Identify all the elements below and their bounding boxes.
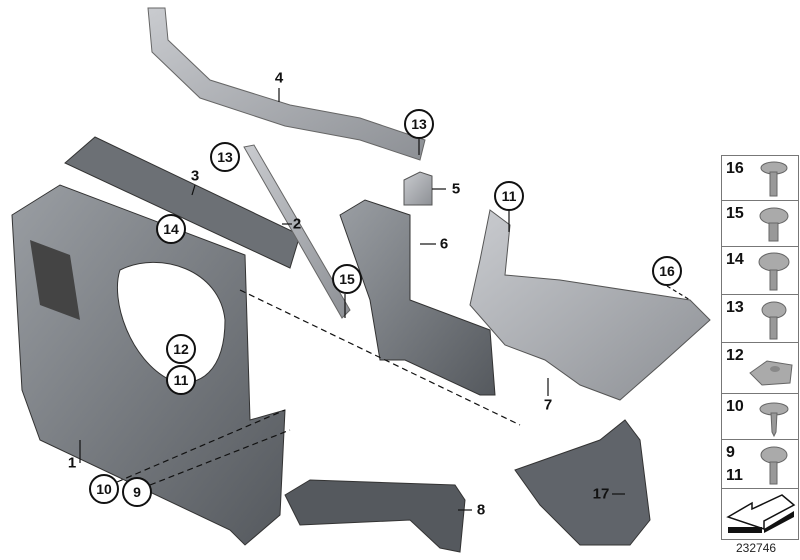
fastener-legend: 16 15 14 13 12 10 9 11	[721, 155, 799, 540]
callout-4: 4	[274, 69, 284, 87]
part-7-holder	[469, 209, 711, 401]
legend-number: 12	[726, 347, 744, 364]
part-8-air-duct	[284, 479, 466, 553]
callout-6: 6	[439, 235, 449, 253]
legend-item: 16	[722, 156, 798, 201]
legend-item: 10	[722, 394, 798, 440]
legend-number: 13	[726, 299, 744, 316]
arrow-direction-icon	[726, 494, 796, 533]
legend-item	[722, 489, 798, 539]
expansion-rivet-icon	[759, 402, 789, 438]
legend-number: 10	[726, 398, 744, 415]
leader-lines	[79, 88, 691, 511]
callout-16: 16	[652, 256, 682, 286]
legend-number: 9	[726, 444, 735, 461]
callout-9: 9	[122, 477, 152, 507]
callout-11: 11	[166, 365, 196, 395]
clip-nut-icon	[749, 360, 793, 386]
legend-number: 15	[726, 205, 744, 222]
callout-13: 13	[210, 142, 240, 172]
screw-flange-long-icon	[760, 161, 788, 197]
legend-item: 12	[722, 343, 798, 394]
callout-13: 13	[404, 109, 434, 139]
callout-5: 5	[451, 180, 461, 198]
legend-number: 11	[726, 467, 743, 484]
callout-1: 1	[67, 454, 77, 472]
callout-7: 7	[543, 396, 553, 414]
callout-14: 14	[156, 214, 186, 244]
part-4-bracket-bar	[147, 7, 426, 161]
callout-11: 11	[494, 181, 524, 211]
callout-2: 2	[292, 215, 302, 233]
screw-wide-head-icon	[758, 252, 790, 291]
callout-8: 8	[476, 501, 486, 519]
screw-flange-icon	[759, 207, 789, 242]
part-5-small-bracket	[403, 171, 433, 206]
part-2-strut	[243, 144, 351, 319]
legend-number: 14	[726, 251, 744, 268]
screw-washer-icon	[760, 446, 788, 485]
part-17-air-duct	[514, 419, 651, 546]
callout-12: 12	[166, 334, 196, 364]
legend-number: 16	[726, 160, 744, 177]
legend-item: 15	[722, 201, 798, 247]
legend-item: 9 11	[722, 440, 798, 489]
callout-3: 3	[190, 167, 200, 185]
legend-item: 13	[722, 295, 798, 343]
document-number: 232746	[736, 541, 777, 555]
screw-dome-icon	[761, 301, 787, 340]
callout-17: 17	[592, 485, 610, 503]
legend-item: 14	[722, 247, 798, 295]
callout-10: 10	[89, 474, 119, 504]
callout-15: 15	[332, 264, 362, 294]
part-6-bracket	[339, 199, 496, 396]
